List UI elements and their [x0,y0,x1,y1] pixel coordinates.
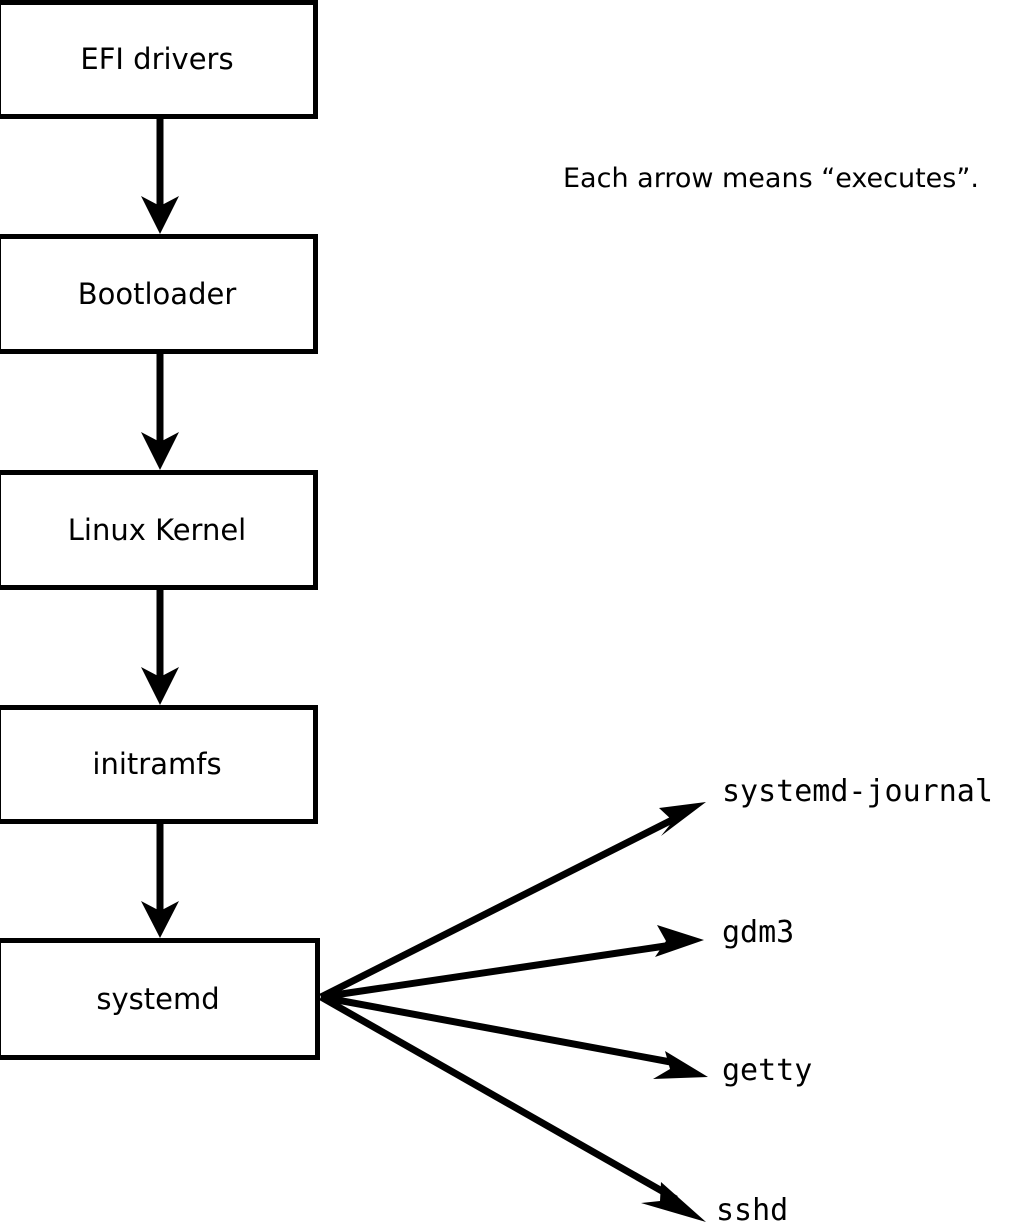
fanout-arrow-gdm3 [320,925,704,1001]
node-label-linux-kernel: Linux Kernel [67,512,247,547]
node-box-initramfs[interactable]: initramfs [0,705,318,824]
chain-arrow-initramfs-to-systemd [141,824,179,938]
node-box-systemd[interactable]: systemd [0,938,320,1060]
node-box-efi-drivers[interactable]: EFI drivers [0,0,318,119]
legend-caption: Each arrow means “executes”. [563,163,979,194]
node-box-linux-kernel[interactable]: Linux Kernel [0,470,318,590]
fanout-arrow-getty [320,993,708,1079]
chain-arrow-kernel-to-initramfs [141,590,179,705]
service-label-getty: getty [722,1053,813,1088]
fanout-arrow-sshd [319,993,706,1222]
node-label-initramfs: initramfs [92,747,222,781]
chain-arrow-bootloader-to-kernel [141,354,179,470]
service-label-gdm3: gdm3 [722,915,795,950]
service-label-sshd: sshd [716,1193,789,1228]
node-label-systemd: systemd [96,981,220,1016]
chain-arrow-efi-to-bootloader [141,119,179,234]
service-label-systemd-journal: systemd-journal [722,774,993,809]
fanout-arrow-systemd-journal [319,802,706,1001]
node-label-efi-drivers: EFI drivers [80,42,234,76]
node-label-bootloader: Bootloader [77,276,237,311]
node-box-bootloader[interactable]: Bootloader [0,234,318,354]
